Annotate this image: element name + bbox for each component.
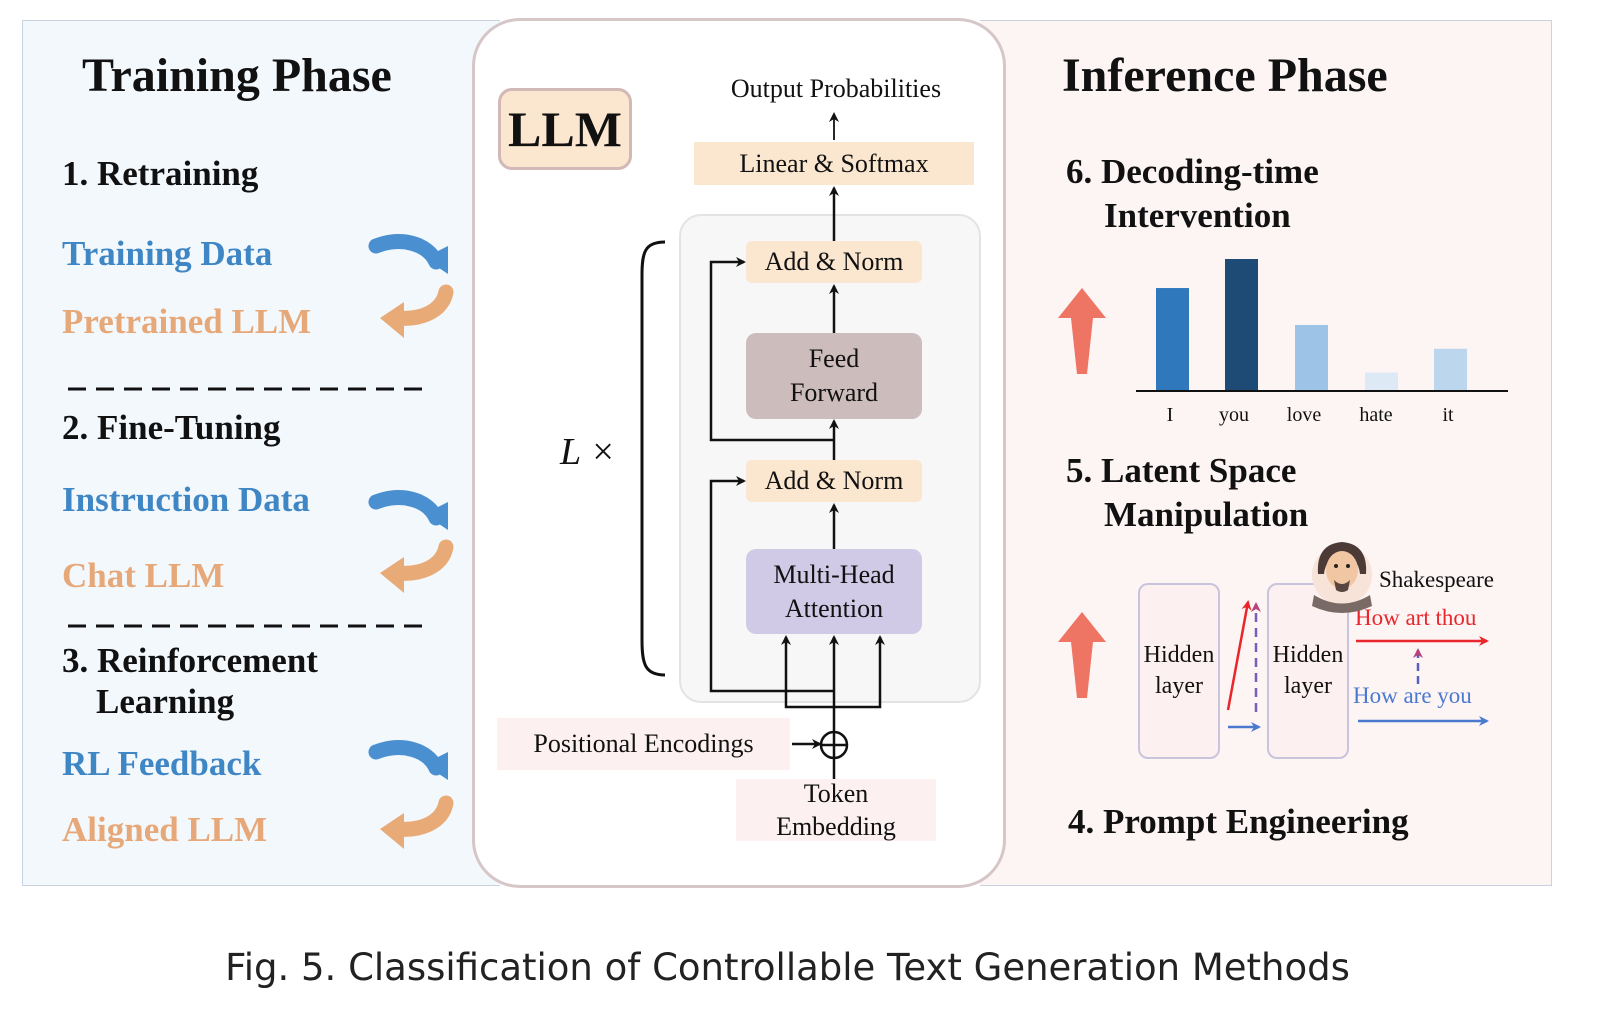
shakespeare-label: Shakespeare (1379, 567, 1494, 592)
tick-you: you (1219, 404, 1249, 426)
step-decoding-time: 6. Decoding-time (1066, 152, 1319, 191)
blue-curved-arrow-icon (368, 234, 448, 274)
orange-curved-arrow-icon (380, 795, 454, 849)
positional-encodings-box: Positional Encodings (497, 718, 790, 770)
training-phase-panel (22, 20, 500, 886)
token-line2: Embedding (776, 812, 896, 841)
add-norm-top-box: Add & Norm (746, 241, 922, 283)
output-probabilities-label: Output Probabilities (730, 74, 942, 103)
feed-forward-box: Feed Forward (746, 333, 922, 419)
training-phase-title: Training Phase (82, 49, 392, 102)
shakespeare-avatar-icon (1312, 542, 1372, 613)
step-intervention: Intervention (1104, 196, 1291, 235)
instruction-data-label: Instruction Data (62, 480, 310, 519)
step-reinforcement-learning: Learning (96, 682, 235, 721)
step-manipulation: Manipulation (1104, 495, 1309, 534)
inference-phase-panel (980, 20, 1552, 886)
hidden-right-line1: Hidden (1272, 642, 1344, 668)
hidden-right-line2: layer (1284, 673, 1332, 699)
tick-love: love (1286, 404, 1322, 426)
hidden-left-line1: Hidden (1143, 642, 1215, 668)
figure-caption: Fig. 5. Classification of Controllable T… (225, 946, 1350, 989)
inference-phase-title: Inference Phase (1062, 49, 1388, 102)
step-retraining: 1. Retraining (62, 154, 259, 193)
training-data-label: Training Data (62, 234, 273, 273)
rl-feedback-label: RL Feedback (62, 744, 262, 783)
token-embedding-box: Token Embedding (736, 779, 936, 841)
step-latent-space: 5. Latent Space (1066, 451, 1297, 490)
step-reinforcement: 3. Reinforcement (62, 641, 318, 680)
pretrained-llm-label: Pretrained LLM (62, 302, 312, 341)
how-are-you-label: How are you (1353, 683, 1472, 708)
token-line1: Token (803, 779, 869, 808)
tick-hate: hate (1359, 404, 1393, 426)
step-fine-tuning: 2. Fine-Tuning (62, 408, 281, 447)
layer-repeat-label: L × (560, 431, 616, 473)
step-prompt-engineering: 4. Prompt Engineering (1068, 802, 1409, 841)
latent-shift-arrows (1226, 600, 1489, 732)
hidden-left-line2: layer (1155, 673, 1203, 699)
multi-head-attention-box: Multi-Head Attention (746, 549, 922, 634)
bar-i (1156, 288, 1189, 391)
linear-softmax-box: Linear & Softmax (694, 142, 974, 185)
blue-curved-arrow-icon (368, 490, 448, 530)
blue-curved-arrow-icon (368, 740, 448, 780)
mha-line2: Attention (784, 593, 884, 623)
feed-forward-line2: Forward (789, 378, 879, 407)
hidden-layer-left: Hidden layer (1138, 583, 1220, 759)
add-norm-bottom-box: Add & Norm (746, 460, 922, 502)
add-circle-icon (819, 730, 849, 760)
up-arrow-icon (1058, 288, 1106, 374)
chat-llm-label: Chat LLM (62, 556, 225, 595)
bar-love (1295, 325, 1328, 391)
token-probability-chart (1156, 259, 1467, 391)
orange-curved-arrow-icon (380, 539, 454, 593)
layer-bracket (640, 240, 666, 677)
mha-line1: Multi-Head (773, 559, 895, 589)
tick-it: it (1442, 404, 1454, 426)
bar-hate (1365, 372, 1398, 391)
bar-you (1225, 259, 1258, 391)
up-arrow-icon (1058, 612, 1106, 698)
llm-flow-arrows (709, 112, 885, 779)
bar-it (1434, 348, 1467, 391)
aligned-llm-label: Aligned LLM (62, 810, 268, 849)
feed-forward-line1: Feed (808, 344, 860, 373)
how-art-thou-label: How art thou (1355, 605, 1477, 630)
hidden-layer-right: Hidden layer (1267, 583, 1349, 759)
tick-i: I (1166, 404, 1174, 426)
orange-curved-arrow-icon (380, 284, 454, 338)
llm-badge: LLM (498, 88, 632, 170)
